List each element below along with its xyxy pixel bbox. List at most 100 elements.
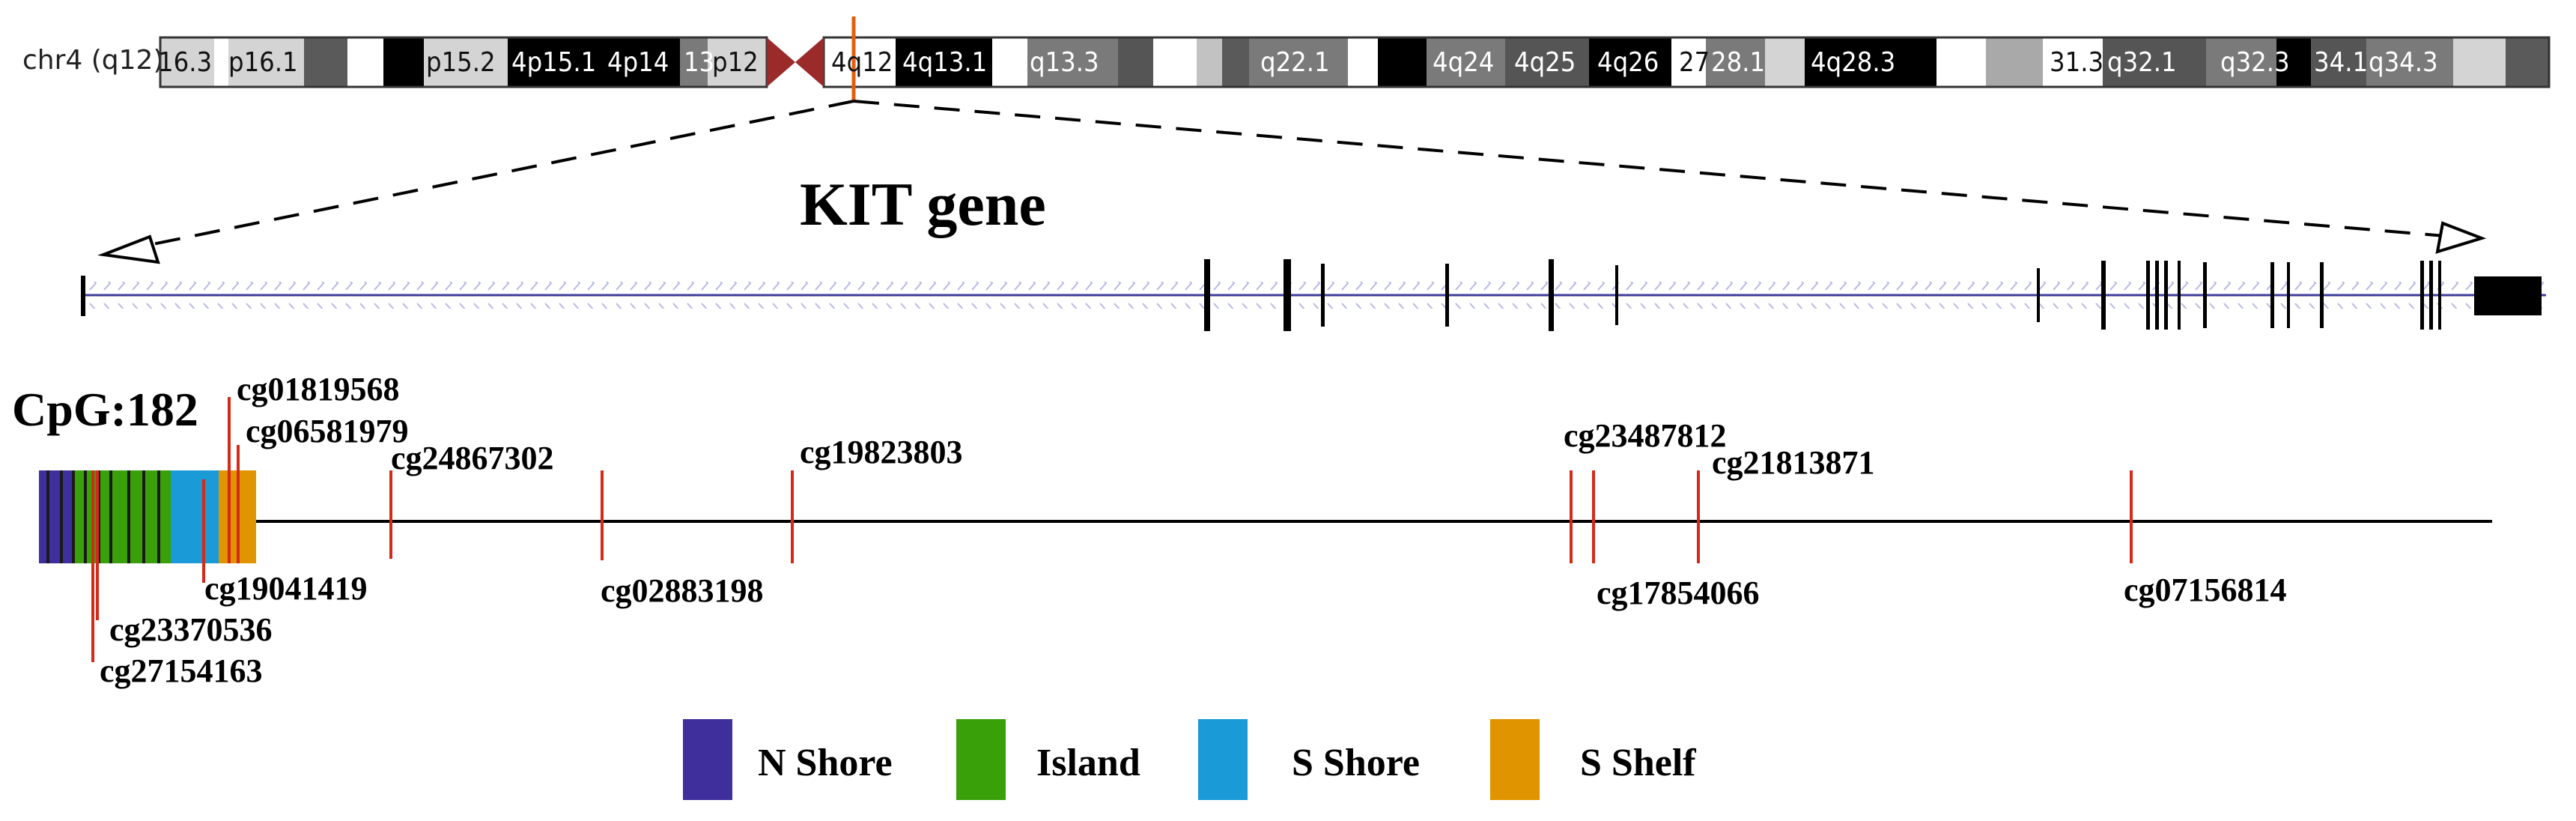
probe-markers: [91, 397, 2133, 662]
chromosome-band: [2103, 37, 2206, 87]
gene-exon: [2287, 262, 2290, 328]
band-label: 4q12: [831, 47, 893, 78]
zoom-left-arrowhead: [97, 234, 160, 264]
gene-exon: [2164, 261, 2168, 330]
chromosome-band: [1222, 37, 1249, 87]
legend-item-s-shelf: S Shelf: [1490, 719, 1696, 800]
gene-exon: [2178, 261, 2181, 330]
chromosome-band: [383, 37, 424, 87]
probe-label: cg01819568: [237, 371, 400, 408]
chromosome-ideogram: chr4 (q12) 16.3 p16.1 p15.2 4p15.1 4p14 …: [22, 16, 2551, 100]
gene-exon: [2429, 261, 2433, 330]
band-label: 28.1: [1711, 47, 1765, 78]
gene-exon: [1615, 265, 1618, 325]
band-label: 13: [684, 47, 714, 78]
band-label: 31.3: [2050, 47, 2103, 78]
gene-title: KIT gene: [800, 170, 1046, 238]
gene-exon: [2203, 262, 2207, 328]
gene-exon: [2155, 261, 2159, 330]
chromosome-band: [1027, 37, 1118, 87]
probe-label: cg06581979: [246, 413, 409, 449]
legend-item-island: Island: [956, 719, 1140, 800]
cpg-stripe: [46, 470, 49, 563]
probe-label: cg02883198: [601, 572, 764, 609]
chromosome-band: [2506, 37, 2549, 87]
gene-terminal-exon: [2474, 276, 2542, 315]
chromosome-band: [214, 37, 228, 87]
probe-label: cg19041419: [204, 570, 368, 607]
cpg-stripe: [127, 470, 130, 563]
band-label: 4q25: [1514, 47, 1576, 78]
chromosome-band: [1348, 37, 1378, 87]
chromosome-band: [1986, 37, 2043, 87]
gene-exon: [1549, 259, 1554, 331]
probe-label: cg19823803: [800, 434, 963, 470]
gene-exons: [1204, 259, 2441, 331]
chromosome-band: [2311, 37, 2366, 87]
chromosome-band: [508, 37, 604, 87]
gene-exon: [2270, 262, 2274, 328]
band-label: 4q24: [1433, 47, 1494, 78]
chromosome-band: [1427, 37, 1505, 87]
chromosome-band: [304, 37, 347, 87]
cpg-segment: [75, 470, 171, 563]
legend-label: N Shore: [758, 742, 893, 784]
chromosome-band: [2206, 37, 2276, 87]
band-label: 16.3: [158, 47, 212, 78]
gene-exon: [2037, 268, 2040, 322]
chromosome-band: [708, 37, 767, 87]
centromere: [767, 37, 824, 87]
chromosome-band: [1249, 37, 1348, 87]
probe-label: cg07156814: [2124, 572, 2287, 608]
gene-exon: [1445, 264, 1449, 327]
chromosome-band: [1118, 37, 1153, 87]
chromosome-band: [2276, 37, 2311, 87]
chromosome-band: [1153, 37, 1197, 87]
cpg-stripe: [60, 470, 63, 563]
band-label: p15.2: [426, 47, 496, 78]
gene-exon: [2438, 261, 2441, 330]
chromosome-band: [1505, 37, 1589, 87]
chromosome-band: [1805, 37, 1936, 87]
cpg-stripe: [109, 470, 112, 563]
chromosome-band: [680, 37, 708, 87]
zoom-connector: [97, 100, 2487, 264]
chromosome-band: [1589, 37, 1671, 87]
gene-exon: [2146, 261, 2150, 330]
legend: N Shore Island S Shore S Shelf: [683, 719, 1696, 800]
gene-exon: [1321, 264, 1325, 327]
legend-swatch: [1198, 719, 1248, 800]
chromosome-band: [1197, 37, 1222, 87]
chromosome-band: [896, 37, 992, 87]
gene-exon: [2320, 262, 2324, 328]
chromosome-band: [228, 37, 304, 87]
chromosome-band: [992, 37, 1027, 87]
cpg-region-segments: [39, 470, 256, 563]
cpg-stripe: [157, 470, 160, 563]
band-label: p16.1: [228, 47, 298, 78]
chromosome-band: [160, 37, 214, 87]
band-label: q13.3: [1030, 47, 1099, 78]
legend-swatch: [1490, 719, 1540, 800]
gene-exon: [1284, 259, 1291, 331]
band-label: 4q13.1: [902, 47, 987, 78]
chromosome-band: [1378, 37, 1427, 87]
gene-track: [81, 259, 2546, 331]
probe-label: cg24867302: [391, 440, 554, 476]
chromosome-band: [1671, 37, 1706, 87]
band-label: 4p14: [607, 47, 669, 78]
legend-item-s-shore: S Shore: [1198, 719, 1420, 800]
gene-exon: [2420, 261, 2424, 330]
legend-swatch: [956, 719, 1006, 800]
probe-label: cg23487812: [1564, 417, 1727, 454]
probe-label: cg17854066: [1597, 575, 1760, 611]
legend-swatch: [683, 719, 732, 800]
gene-exon: [2101, 261, 2106, 330]
probe-label: cg21813871: [1712, 444, 1875, 481]
band-label: q32.1: [2107, 47, 2177, 78]
band-label: p12: [712, 47, 759, 78]
chromosome-band: [1936, 37, 1986, 87]
band-label: q22.1: [1260, 47, 1330, 78]
band-label: q32.3: [2220, 47, 2290, 78]
